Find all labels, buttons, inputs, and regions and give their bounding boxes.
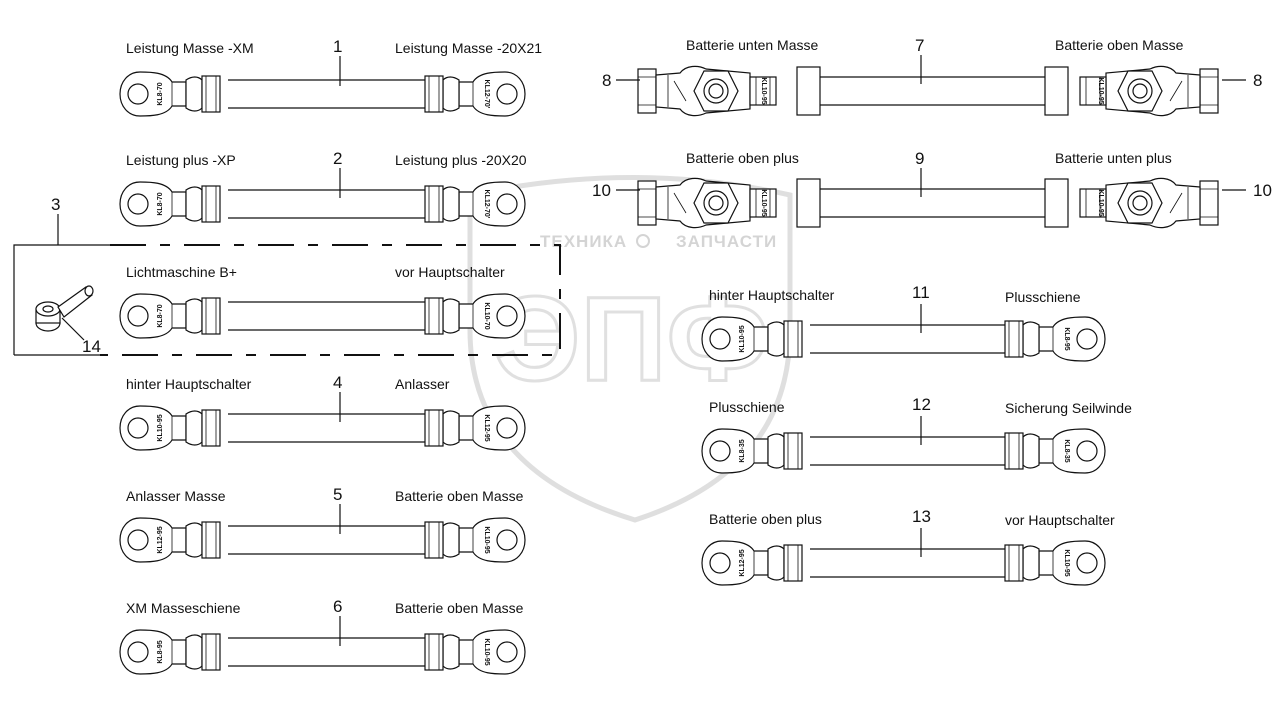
cable-2-left-label: Leistung plus -XP <box>126 152 236 168</box>
cable-11-left-label: hinter Hauptschalter <box>709 287 835 303</box>
cable-3-left-label: Lichtmaschine B+ <box>126 264 237 280</box>
cable-4-right-code: KL12-95 <box>483 414 490 441</box>
cable-12-left-label: Plusschiene <box>709 399 785 415</box>
cable-9-right-label: Batterie unten plus <box>1055 150 1172 166</box>
cable-5-left-label: Anlasser Masse <box>126 488 226 504</box>
cable-7-number: 7 <box>915 36 924 55</box>
cable-12-right-code: KL8-35 <box>1063 439 1070 462</box>
cable-9-right-code: KL10-95 <box>1097 189 1104 216</box>
cable-13: Batterie oben plus vor Hauptschalter 13 … <box>701 507 1115 586</box>
cable-11-left-code: KL10-95 <box>739 325 746 352</box>
cable-9-left-label: Batterie oben plus <box>686 150 799 166</box>
cable-6-number: 6 <box>333 597 342 616</box>
cable-4-left-label: hinter Hauptschalter <box>126 376 252 392</box>
cable-2-left-code: KL8-70 <box>157 192 164 215</box>
cable-1-left-code: KL8-70 <box>157 82 164 105</box>
cable-1-left-label: Leistung Masse -XM <box>126 40 254 56</box>
cable-7-right-code: KL10-95 <box>1097 77 1104 104</box>
cable-6-right-label: Batterie oben Masse <box>395 600 524 616</box>
cable-12-number: 12 <box>912 395 931 414</box>
clamp-10-left-number: 10 <box>592 181 611 200</box>
cable-7-left-code: KL10-95 <box>760 77 767 104</box>
watermark-right-text: ЗАПЧАСТИ <box>676 232 777 251</box>
cable-9-number: 9 <box>915 149 924 168</box>
cable-7-left-label: Batterie unten Masse <box>686 37 819 53</box>
cable-5-left-code: KL12-95 <box>157 526 164 553</box>
cable-1-right-label: Leistung Masse -20X21 <box>395 40 542 56</box>
cable-11-right-label: Plusschiene <box>1005 289 1081 305</box>
cable-12-right-label: Sicherung Seilwinde <box>1005 400 1132 416</box>
part-3-number: 3 <box>51 195 60 214</box>
cable-6: XM Masseschiene Batterie oben Masse 6 KL… <box>119 597 526 675</box>
cable-4-left-code: KL10-95 <box>157 414 164 441</box>
cable-5-right-code: KL10-95 <box>483 526 490 553</box>
cable-3-right-label: vor Hauptschalter <box>395 264 505 280</box>
part-14-number: 14 <box>82 337 101 356</box>
cable-5-number: 5 <box>333 485 342 504</box>
cable-4: hinter Hauptschalter Anlasser 4 KL10-95 … <box>119 373 526 451</box>
cable-4-right-label: Anlasser <box>395 376 450 392</box>
clamp-10-right-number: 10 <box>1253 181 1272 200</box>
cable-4-number: 4 <box>333 373 342 392</box>
cable-2-right-code: KL12-70' <box>483 190 490 219</box>
cable-13-right-label: vor Hauptschalter <box>1005 512 1115 528</box>
cable-11-number: 11 <box>912 283 930 302</box>
cable-5-right-label: Batterie oben Masse <box>395 488 524 504</box>
cable-6-right-code: KL10-95 <box>483 638 490 665</box>
cable-1: Leistung Masse -XM Leistung Masse -20X21… <box>119 37 542 117</box>
cable-7-right-label: Batterie oben Masse <box>1055 37 1184 53</box>
cable-1-number: 1 <box>333 37 342 56</box>
part-14-connector <box>35 285 94 332</box>
cable-2-right-label: Leistung plus -20X20 <box>395 152 527 168</box>
clamp-8-right-number: 8 <box>1253 71 1262 90</box>
cable-3-left-code: KL8-70 <box>157 304 164 327</box>
cable-5: Anlasser Masse Batterie oben Masse 5 KL1… <box>119 485 526 563</box>
cable-3: Lichtmaschine B+ vor Hauptschalter KL8-7… <box>119 264 526 339</box>
cable-13-left-label: Batterie oben plus <box>709 511 822 527</box>
battery-cable-9: Batterie oben plus Batterie unten plus 9… <box>592 149 1272 229</box>
watermark-left-text: ТЕХНИКА <box>540 232 627 251</box>
cable-2: Leistung plus -XP Leistung plus -20X20 2… <box>119 149 527 227</box>
cable-9-left-code: KL10-95 <box>760 189 767 216</box>
cable-11: hinter Hauptschalter Plusschiene 11 KL10… <box>701 283 1106 362</box>
cable-1-right-code: KL12-70' <box>483 80 490 109</box>
battery-cable-7: Batterie unten Masse Batterie oben Masse… <box>602 36 1262 117</box>
cable-12: Plusschiene Sicherung Seilwinde 12 KL8-3… <box>701 395 1132 474</box>
cable-13-number: 13 <box>912 507 931 526</box>
cable-13-left-code: KL12-95 <box>739 549 746 576</box>
part-3-frame: 3 14 <box>13 195 561 356</box>
cable-2-number: 2 <box>333 149 342 168</box>
cable-6-left-code: KL8-95 <box>157 640 164 663</box>
cable-11-right-code: KL8-95 <box>1063 327 1070 350</box>
cable-3-right-code: KL10-70 <box>483 302 490 329</box>
clamp-8-left-number: 8 <box>602 71 611 90</box>
cable-13-right-code: KL10-95 <box>1063 549 1070 576</box>
cable-6-left-label: XM Masseschiene <box>126 600 241 616</box>
cable-12-left-code: KL8-35 <box>739 439 746 462</box>
